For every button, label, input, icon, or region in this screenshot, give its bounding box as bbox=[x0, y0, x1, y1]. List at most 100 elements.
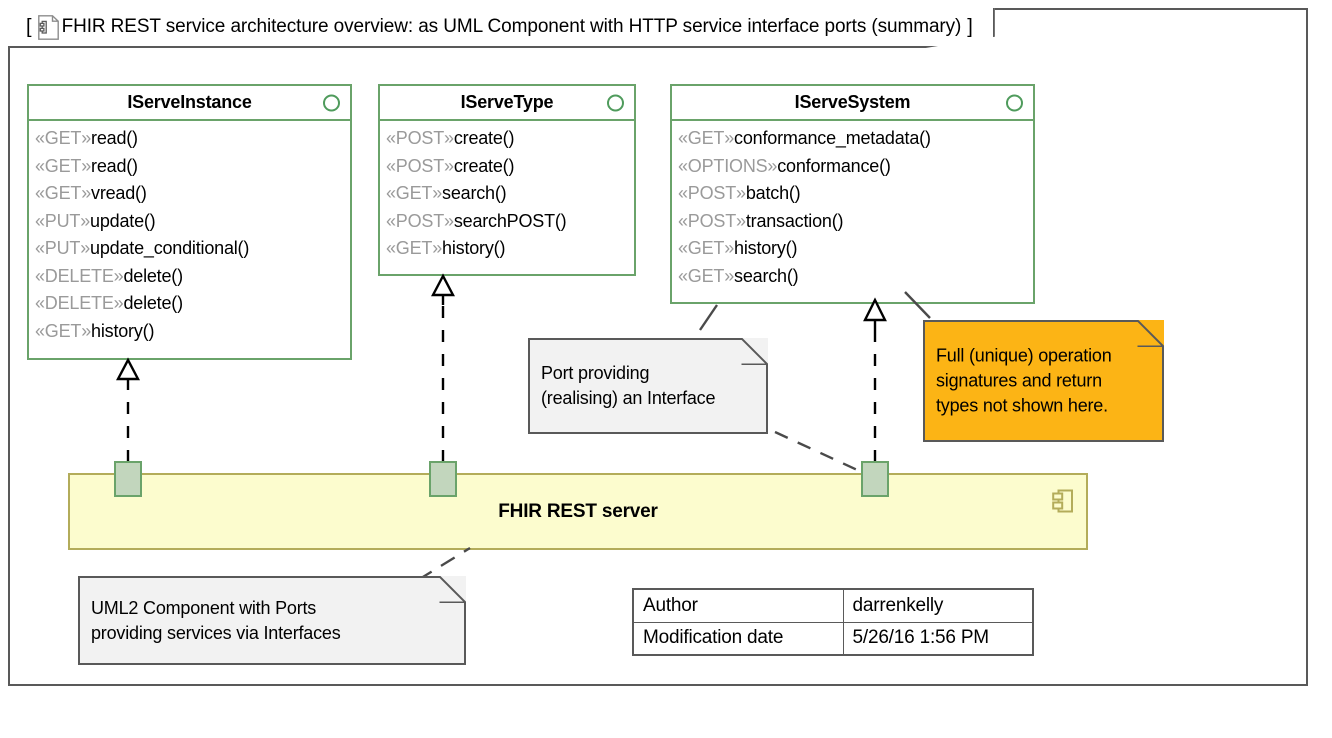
operation-row: «POST»batch() bbox=[678, 180, 1033, 208]
operation-row: «GET»history() bbox=[678, 235, 1033, 263]
operation-row: «GET»search() bbox=[678, 263, 1033, 291]
operation-row: «PUT»update_conditional() bbox=[35, 235, 350, 263]
component-label: FHIR REST server bbox=[498, 500, 658, 522]
operation-stereotype: «DELETE» bbox=[35, 265, 124, 286]
port-iservesystem[interactable] bbox=[861, 461, 889, 497]
operation-stereotype: «GET» bbox=[35, 183, 92, 203]
port-iservetype[interactable] bbox=[429, 461, 457, 497]
interface-name: IServeSystem bbox=[794, 92, 911, 112]
operation-signature: delete() bbox=[123, 293, 183, 313]
operation-stereotype: «PUT» bbox=[35, 210, 91, 231]
operation-row: «POST»create() bbox=[386, 125, 634, 153]
operation-signature: vread() bbox=[91, 183, 147, 203]
operation-stereotype: «GET» bbox=[678, 128, 735, 148]
interface-header: IServeSystem bbox=[672, 86, 1033, 121]
operation-signature: conformance() bbox=[777, 155, 891, 176]
operation-signature: read() bbox=[91, 155, 138, 176]
interface-operations: «POST»create() «POST»create() «GET»searc… bbox=[380, 121, 634, 271]
frame-bracket-close: ] bbox=[967, 15, 973, 38]
operation-row: «POST»searchPOST() bbox=[386, 208, 634, 236]
operation-signature: search() bbox=[734, 265, 799, 286]
operation-stereotype: «OPTIONS» bbox=[678, 155, 778, 176]
interface-name: IServeType bbox=[460, 92, 554, 112]
interface-operations: «GET»conformance_metadata() «OPTIONS»con… bbox=[672, 121, 1033, 298]
operation-signature: history() bbox=[442, 238, 506, 258]
note-signatures[interactable]: Full (unique) operation signatures and r… bbox=[923, 320, 1164, 442]
operation-row: «DELETE»delete() bbox=[35, 263, 350, 291]
note-line: types not shown here. bbox=[936, 395, 1108, 416]
operation-stereotype: «GET» bbox=[35, 320, 92, 341]
operation-signature: update_conditional() bbox=[90, 238, 250, 258]
frame-bracket-open: [ bbox=[26, 15, 32, 38]
table-cell-key: Modification date bbox=[632, 621, 844, 656]
operation-row: «GET»read() bbox=[35, 125, 350, 153]
note-text: Port providing (realising) an Interface bbox=[541, 361, 738, 411]
operation-row: «GET»history() bbox=[386, 235, 634, 263]
operation-signature: transaction() bbox=[745, 210, 844, 231]
note-body bbox=[78, 576, 466, 665]
note-line: UML2 Component with Ports bbox=[91, 597, 317, 618]
operation-stereotype: «PUT» bbox=[35, 238, 91, 258]
table-cell-key: Author bbox=[632, 588, 844, 623]
operation-row: «PUT»update() bbox=[35, 208, 350, 236]
interface-header: IServeType bbox=[380, 86, 634, 121]
operation-row: «POST»create() bbox=[386, 153, 634, 181]
operation-stereotype: «GET» bbox=[35, 128, 92, 148]
operation-signature: create() bbox=[453, 155, 515, 176]
operation-stereotype: «GET» bbox=[35, 155, 92, 176]
operation-signature: searchPOST() bbox=[453, 210, 567, 231]
operation-signature: update() bbox=[90, 210, 156, 231]
interface-operations: «GET»read() «GET»read() «GET»vread() «PU… bbox=[29, 121, 350, 353]
note-line: (realising) an Interface bbox=[541, 388, 716, 408]
operation-stereotype: «POST» bbox=[386, 128, 454, 148]
note-line: Port providing bbox=[541, 363, 650, 383]
operation-signature: create() bbox=[453, 128, 515, 148]
interface-circle-icon bbox=[1006, 94, 1023, 111]
operation-signature: search() bbox=[442, 183, 507, 203]
operation-stereotype: «GET» bbox=[386, 238, 443, 258]
operation-signature: batch() bbox=[745, 183, 801, 203]
operation-stereotype: «POST» bbox=[386, 155, 454, 176]
note-line: Full (unique) operation bbox=[936, 345, 1112, 366]
diagram-frame-title-tab: [ FHIR REST service architecture overvie… bbox=[8, 8, 995, 48]
table-cell-value: 5/26/16 1:56 PM bbox=[842, 621, 1034, 656]
note-line: providing services via Interfaces bbox=[91, 622, 341, 643]
operation-signature: delete() bbox=[123, 265, 183, 286]
component-fhir-rest-server[interactable]: FHIR REST server bbox=[68, 473, 1088, 550]
operation-stereotype: «GET» bbox=[386, 183, 443, 203]
note-body bbox=[528, 338, 768, 434]
component-document-icon bbox=[37, 14, 59, 40]
diagram-title: FHIR REST service architecture overview:… bbox=[61, 16, 962, 37]
operation-stereotype: «GET» bbox=[678, 238, 735, 258]
note-text: Full (unique) operation signatures and r… bbox=[936, 344, 1134, 419]
operation-signature: read() bbox=[91, 128, 138, 148]
interface-iserveinstance[interactable]: IServeInstance «GET»read() «GET»read() «… bbox=[27, 84, 352, 360]
operation-row: «OPTIONS»conformance() bbox=[678, 153, 1033, 181]
operation-row: «GET»read() bbox=[35, 153, 350, 181]
note-body bbox=[923, 320, 1164, 442]
operation-signature: conformance_metadata() bbox=[734, 128, 931, 148]
note-text: UML2 Component with Ports providing serv… bbox=[91, 596, 436, 646]
note-port-interface[interactable]: Port providing (realising) an Interface bbox=[528, 338, 768, 434]
note-uml2-component[interactable]: UML2 Component with Ports providing serv… bbox=[78, 576, 466, 665]
operation-row: «GET»vread() bbox=[35, 180, 350, 208]
operation-signature: history() bbox=[91, 320, 155, 341]
port-iserveinstance[interactable] bbox=[114, 461, 142, 497]
operation-row: «POST»transaction() bbox=[678, 208, 1033, 236]
interface-header: IServeInstance bbox=[29, 86, 350, 121]
operation-row: «GET»history() bbox=[35, 318, 350, 346]
operation-stereotype: «POST» bbox=[386, 210, 454, 231]
note-line: signatures and return bbox=[936, 370, 1102, 391]
operation-stereotype: «POST» bbox=[678, 210, 746, 231]
interface-iservesystem[interactable]: IServeSystem «GET»conformance_metadata()… bbox=[670, 84, 1035, 304]
table-row: Author darrenkelly bbox=[632, 588, 1034, 623]
interface-iservetype[interactable]: IServeType «POST»create() «POST»create()… bbox=[378, 84, 636, 276]
operation-row: «DELETE»delete() bbox=[35, 290, 350, 318]
interface-circle-icon bbox=[607, 94, 624, 111]
info-table: Author darrenkelly Modification date 5/2… bbox=[632, 588, 1034, 656]
interface-name: IServeInstance bbox=[127, 92, 252, 112]
operation-stereotype: «DELETE» bbox=[35, 293, 124, 313]
operation-row: «GET»search() bbox=[386, 180, 634, 208]
operation-stereotype: «POST» bbox=[678, 183, 746, 203]
table-cell-value: darrenkelly bbox=[842, 588, 1034, 623]
